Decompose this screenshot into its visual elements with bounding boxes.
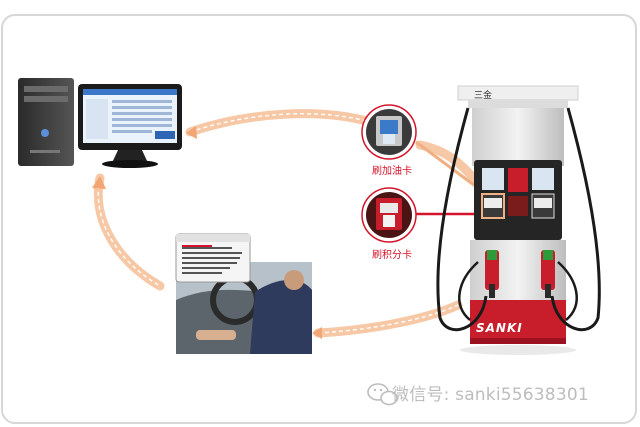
- hose-right: [550, 107, 601, 332]
- wechat-icon: [367, 383, 398, 406]
- arrowhead-left-top: [186, 126, 197, 139]
- label-fuel-card: 刷加油卡: [372, 166, 412, 177]
- hose-left: [436, 107, 488, 332]
- nozzle-left: [485, 250, 499, 298]
- points-card-reader: [361, 187, 417, 243]
- fuel-dispenser: [436, 85, 601, 355]
- arrow-car-to-pump: [313, 300, 463, 338]
- pc-monitor: [78, 84, 182, 168]
- pump-brand-top: 三金: [474, 91, 493, 101]
- arrow-card-to-pump: [415, 140, 480, 185]
- arrowhead-left-bottom: [312, 327, 322, 339]
- pump-brand-bottom: SANKI: [476, 321, 523, 335]
- label-points-card: 刷积分卡: [372, 250, 412, 261]
- arrowhead-up-left: [92, 176, 106, 189]
- connector-fuel: [415, 140, 479, 190]
- watermark-text: 微信号: sanki55638301: [392, 385, 589, 405]
- nozzle-right: [541, 250, 555, 298]
- pc-tower: [18, 78, 74, 166]
- phone-screen: [175, 233, 251, 283]
- fuel-card-reader: [361, 104, 417, 160]
- arrow-pc-to-phone: [93, 173, 165, 291]
